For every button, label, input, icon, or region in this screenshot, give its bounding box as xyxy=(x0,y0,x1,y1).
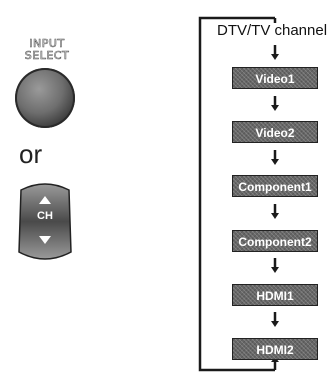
dtv-tv-channel-label: DTV/TV channel xyxy=(217,22,328,39)
source-box-component2: Component2 xyxy=(232,230,318,252)
channel-rocker-button[interactable] xyxy=(15,180,75,262)
input-select-button[interactable] xyxy=(15,68,75,128)
down-arrow-icon xyxy=(271,204,279,219)
source-box-hdmi2: HDMI2 xyxy=(232,338,318,360)
down-arrow-icon xyxy=(271,96,279,111)
channel-up-icon xyxy=(39,196,51,204)
down-arrow-icon xyxy=(271,312,279,327)
or-label: or xyxy=(19,139,43,169)
source-box-video2: Video2 xyxy=(232,121,318,143)
input-select-label: INPUT SELECT xyxy=(24,37,70,62)
down-arrow-icon xyxy=(271,258,279,273)
channel-label: CH xyxy=(37,210,53,222)
down-arrow-icon xyxy=(271,45,279,60)
source-box-hdmi1: HDMI1 xyxy=(232,284,318,306)
source-box-video1: Video1 xyxy=(232,67,318,89)
source-box-component1: Component1 xyxy=(232,175,318,197)
channel-down-icon xyxy=(39,236,51,244)
down-arrow-icon xyxy=(271,150,279,165)
